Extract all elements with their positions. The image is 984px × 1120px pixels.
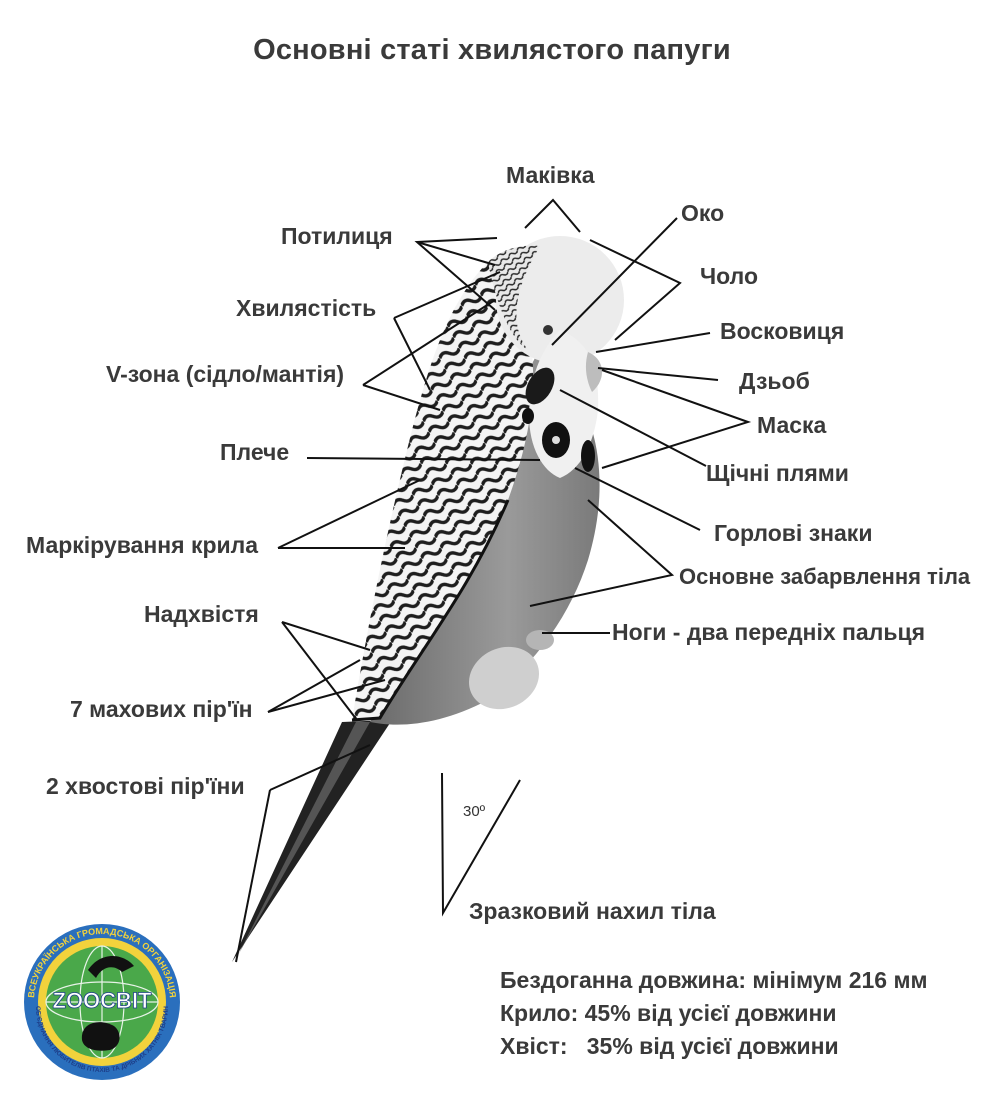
label-cheek-patches: Щічні плями [706, 460, 849, 486]
leader-lines [235, 198, 752, 963]
logo-name: ZOOСВІТ [53, 988, 153, 1013]
svg-text:ОБ'ЄДНАННЯ ЛЮБИТЕЛІВ ПТАХІВ ТА: ОБ'ЄДНАННЯ ЛЮБИТЕЛІВ ПТАХІВ ТА ДРІБНИХ Х… [34, 1006, 170, 1074]
stat-tail: Хвіст: 35% від усієї довжини [500, 1033, 839, 1059]
nape-barring [488, 245, 540, 350]
label-tail-feathers: 2 хвостові пір'їни [46, 773, 245, 799]
label-body-color: Основне забарвлення тіла [679, 564, 971, 589]
beak [585, 352, 603, 392]
tail-shade [238, 722, 370, 955]
wing [352, 262, 534, 720]
label-eye: Око [681, 200, 725, 226]
wing-edge [351, 499, 510, 722]
label-cere: Восковиця [720, 318, 845, 344]
zoosvit-logo [24, 924, 180, 1080]
eye [543, 325, 553, 335]
label-feet: Ноги - два передніх пальця [612, 619, 926, 645]
feet [468, 646, 540, 710]
cheek-patch [525, 367, 555, 405]
label-crown: Маківка [506, 162, 595, 188]
label-v-zone: V-зона (сідло/мантія) [106, 361, 345, 387]
page-title: Основні статі хвилястого папуги [253, 34, 731, 66]
label-forehead: Чоло [700, 263, 758, 289]
label-nape: Потилиця [281, 223, 393, 249]
tail-feathers [232, 720, 392, 962]
throat-spot [581, 440, 595, 472]
throat-spot [522, 408, 534, 424]
label-throat-spots: Горлові знаки [714, 520, 873, 546]
stat-wing: Крило: 45% від усієї довжини [500, 1000, 837, 1026]
stat-length: Бездоганна довжина: мінімум 216 мм [500, 967, 928, 993]
label-wing-markings: Маркірування крила [26, 532, 259, 558]
logo-bottom-text: ОБ'ЄДНАННЯ ЛЮБИТЕЛІВ ПТАХІВ ТА ДРІБНИХ Х… [34, 1006, 170, 1074]
label-mask: Маска [757, 412, 827, 438]
angle-label: 30º [463, 803, 486, 820]
label-body-tilt: Зразковий нахил тіла [469, 898, 716, 924]
label-waviness: Хвилястість [236, 295, 377, 321]
label-flight-feathers: 7 махових пір'їн [70, 696, 253, 722]
standard-stats: Бездоганна довжина: мінімум 216 мм Крило… [500, 964, 928, 1063]
label-rump: Надхвістя [144, 601, 259, 627]
label-shoulder: Плече [220, 439, 290, 465]
label-beak: Дзьоб [739, 368, 810, 394]
